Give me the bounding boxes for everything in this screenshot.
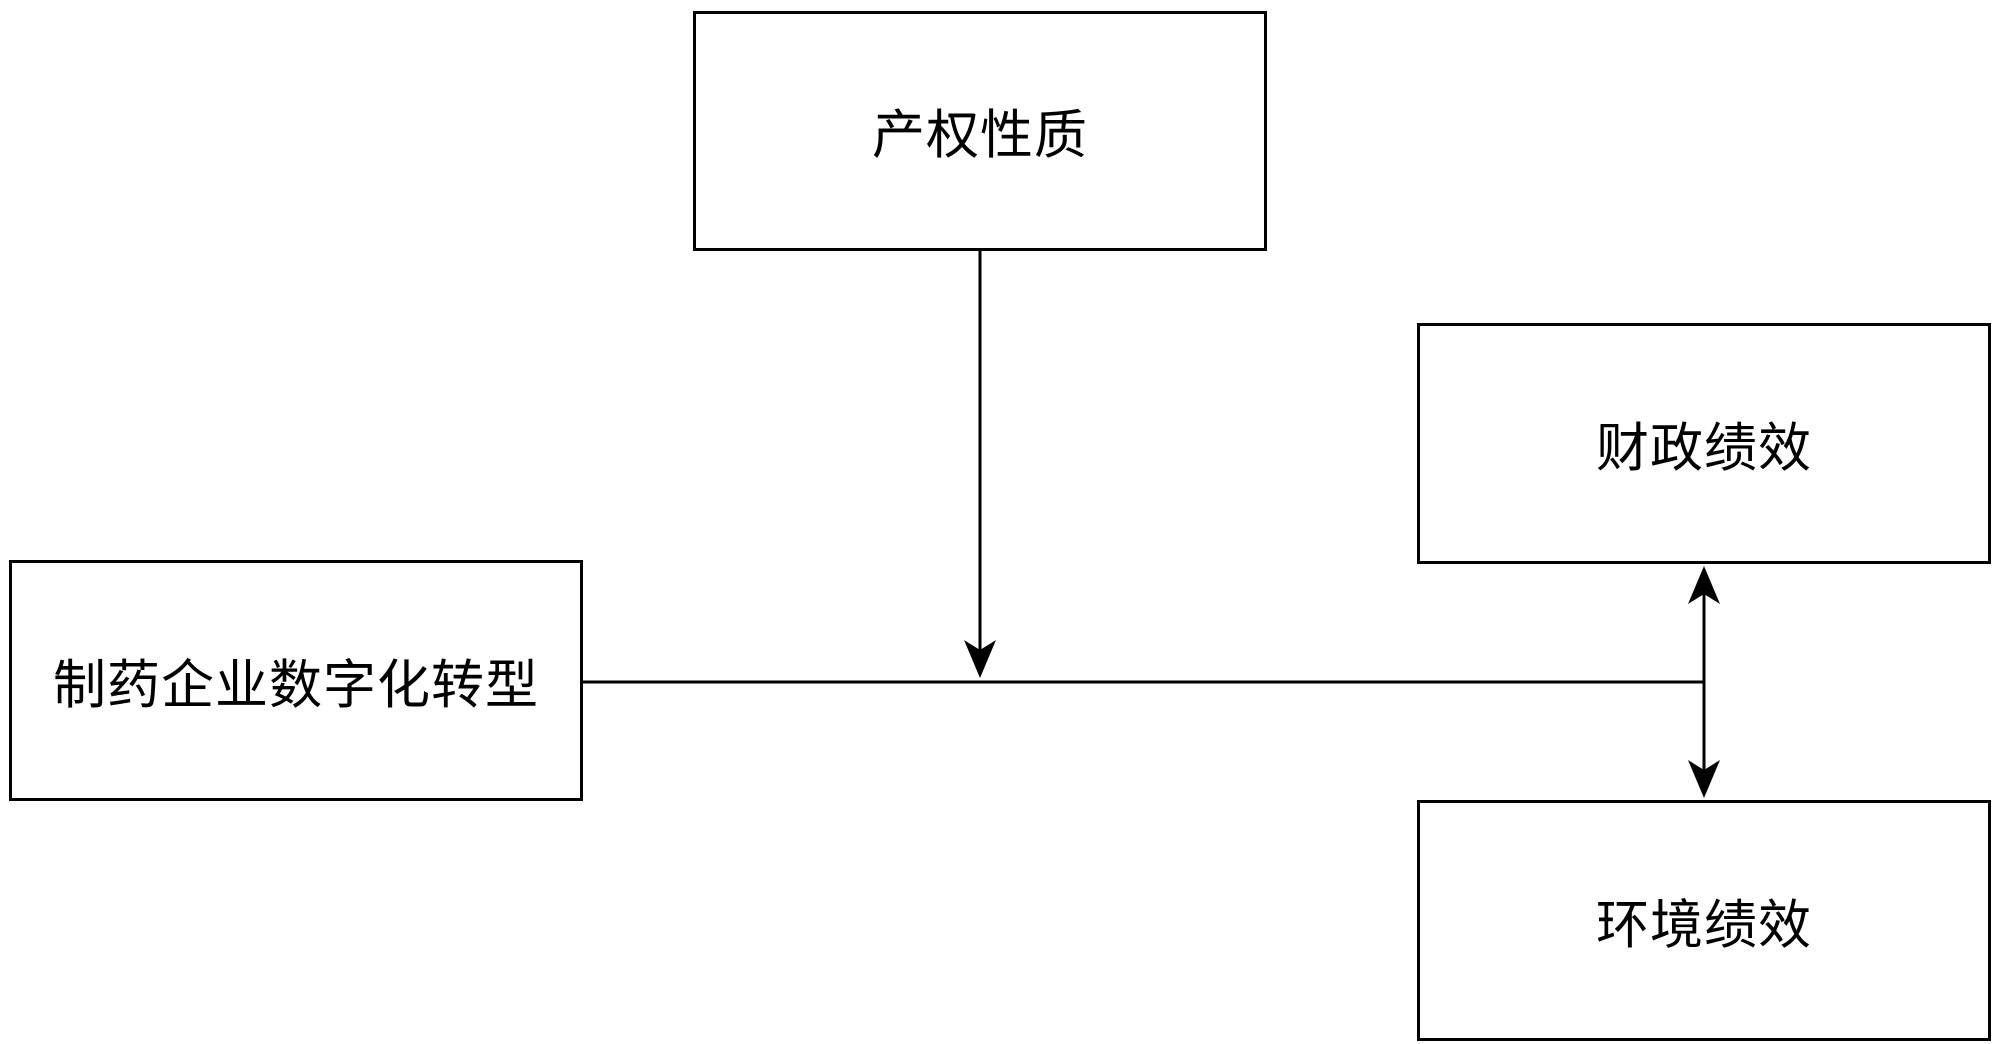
property-rights-label: 产权性质 bbox=[872, 105, 1088, 166]
moderator-arrowhead bbox=[964, 640, 996, 678]
property-rights-node: 产权性质 bbox=[693, 11, 1267, 251]
digital-transformation-label: 制药企业数字化转型 bbox=[53, 654, 539, 716]
digital-transformation-node: 制药企业数字化转型 bbox=[9, 560, 583, 801]
environmental-performance-label: 环境绩效 bbox=[1596, 894, 1812, 956]
financial-performance-node: 财政绩效 bbox=[1417, 323, 1991, 564]
environment-arrowhead bbox=[1688, 760, 1720, 798]
environmental-performance-node: 环境绩效 bbox=[1417, 800, 1991, 1041]
financial-performance-label: 财政绩效 bbox=[1596, 417, 1812, 479]
financial-arrowhead bbox=[1688, 566, 1720, 604]
